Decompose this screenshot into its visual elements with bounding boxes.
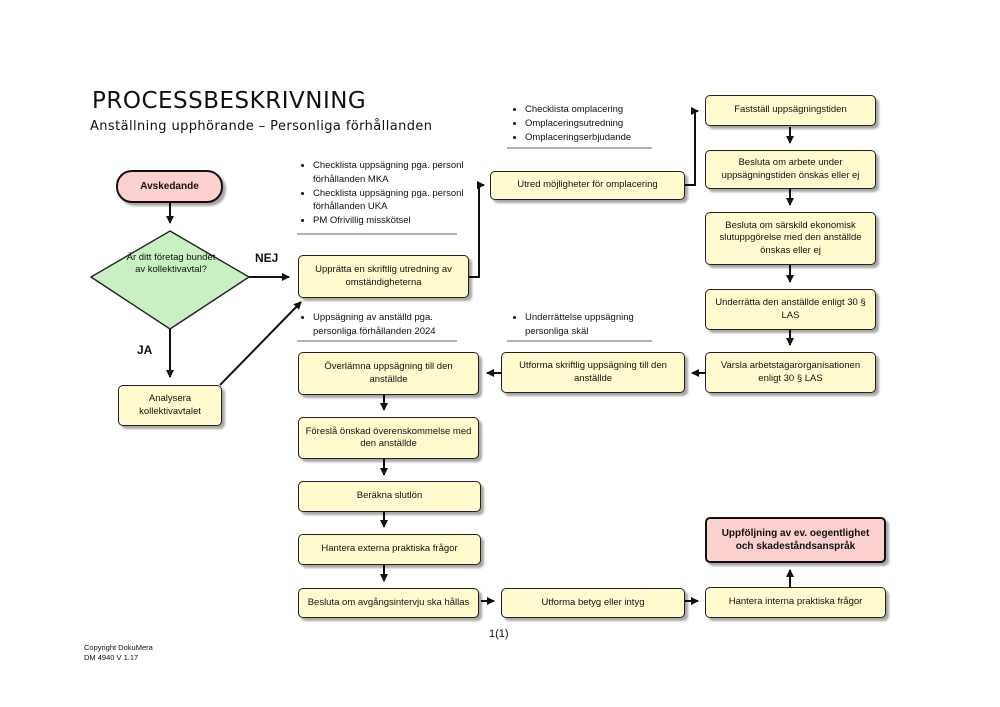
decision-diamond (89, 230, 251, 330)
page-number: 1(1) (489, 628, 509, 640)
box-underratta-anstallde: Underrätta den anställde enligt 30 § LAS (705, 289, 876, 330)
box-utforma-uppsagning: Utforma skriftlig uppsägning till den an… (501, 352, 685, 393)
document-list-omplacering: Checklista omplacering Omplaceringsutred… (509, 103, 685, 144)
box-hantera-interna: Hantera interna praktiska frågor (705, 587, 886, 618)
box-upprätta-utredning: Upprätta en skriftlig utredning av omstä… (298, 255, 469, 298)
box-besluta-avgangsintervju: Besluta om avgångsintervju ska hållas (298, 588, 479, 618)
document-item: Underrättelse uppsägning personliga skäl (525, 311, 675, 339)
box-faststall-uppsagningstiden: Fastställ uppsägningstiden (705, 95, 876, 126)
decision-label: Är ditt företag bundet av kollektivavtal… (126, 252, 216, 276)
page-title: PROCESSBESKRIVNING (92, 88, 367, 114)
document-item: Checklista omplacering (525, 103, 685, 117)
box-uppfoljning: Uppföljning av ev. oegentlighet och skad… (705, 517, 886, 563)
document-item: Omplaceringserbjudande (525, 131, 685, 145)
document-item: Checklista uppsägning pga. personl förhå… (313, 187, 483, 215)
box-utred-omplacering: Utred möjligheter för omplacering (490, 171, 685, 200)
label-nej: NEJ (255, 251, 279, 265)
version-text: DM 4940 V 1.17 (84, 653, 139, 663)
box-hantera-externa: Hantera externa praktiska frågor (298, 534, 481, 565)
box-foresla-overenskommelse: Föreslå önskad överenskommelse med den a… (298, 417, 479, 459)
start-box-avskedande: Avskedande (116, 170, 223, 203)
document-item: Uppsägning av anställd pga. personliga f… (313, 311, 478, 339)
document-item: Omplaceringsutredning (525, 117, 685, 131)
copyright-block: Copyright DokuMera DM 4940 V 1.17 (84, 643, 153, 663)
document-list-overlamna: Uppsägning av anställd pga. personliga f… (297, 311, 478, 339)
document-list-utredning: Checklista uppsägning pga. personl förhå… (297, 159, 483, 228)
label-ja: JA (137, 343, 153, 357)
box-berakna-slutlon: Beräkna slutlön (298, 481, 481, 512)
box-besluta-arbete: Besluta om arbete under uppsägningstiden… (705, 150, 876, 189)
page-subtitle: Anställning upphörande – Personliga förh… (90, 119, 433, 134)
document-item: Checklista uppsägning pga. personl förhå… (313, 159, 483, 187)
box-varsla-arbetstagarorganisationen: Varsla arbetstagarorganisationen enligt … (705, 352, 876, 393)
box-analysera-kollektivavtalet: Analysera kollektivavtalet (118, 385, 222, 426)
box-besluta-ekonomisk: Besluta om särskild ekonomisk slutuppgör… (705, 212, 876, 265)
document-item: PM Ofrivillig misskötsel (313, 214, 483, 228)
box-utforma-betyg: Utforma betyg eller intyg (501, 588, 685, 618)
copyright-text: Copyright DokuMera (84, 643, 153, 652)
document-list-utforma: Underrättelse uppsägning personliga skäl (509, 311, 675, 339)
box-overlamna-uppsagning: Överlämna uppsägning till den anställde (298, 352, 479, 395)
